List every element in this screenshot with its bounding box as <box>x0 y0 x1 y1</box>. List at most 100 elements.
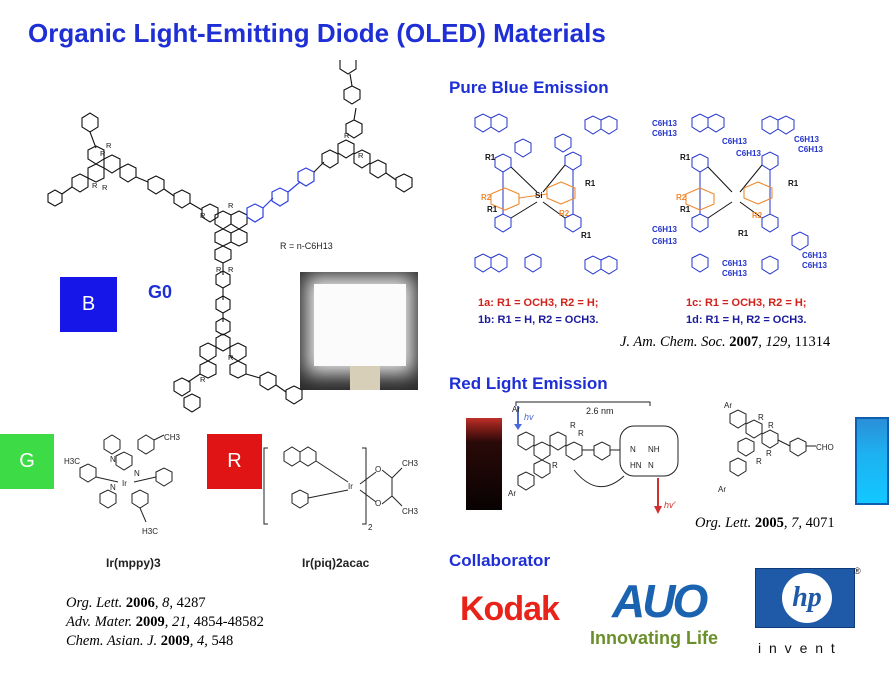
svg-text:C6H13: C6H13 <box>652 225 677 234</box>
ir-piq2acac-label: Ir(piq)2acac <box>302 556 370 570</box>
svg-text:N: N <box>134 469 140 478</box>
svg-text:CH3: CH3 <box>402 507 419 516</box>
svg-text:CH3: CH3 <box>402 459 419 468</box>
svg-text:C6H13: C6H13 <box>722 259 747 268</box>
svg-text:C6H13: C6H13 <box>652 237 677 246</box>
svg-text:C6H13: C6H13 <box>652 129 677 138</box>
svg-text:2: 2 <box>368 523 373 532</box>
svg-text:R: R <box>228 353 234 362</box>
hp-logo-text: hp <box>792 582 822 613</box>
svg-text:R: R <box>758 413 764 422</box>
green-box: G <box>0 434 54 489</box>
svg-text:R1: R1 <box>788 179 799 188</box>
svg-text:C6H13: C6H13 <box>736 149 761 158</box>
kodak-logo-text: Kodak <box>460 590 560 628</box>
svg-text:R: R <box>106 141 112 150</box>
blue-box-label: B <box>81 293 96 315</box>
svg-text:C6H13: C6H13 <box>802 251 827 260</box>
svg-text:R: R <box>756 457 762 466</box>
collaborator-heading: Collaborator <box>449 551 551 570</box>
svg-text:Si: Si <box>535 191 543 200</box>
svg-text:R: R <box>92 181 98 190</box>
svg-text:CHO: CHO <box>816 443 834 452</box>
svg-text:H3C: H3C <box>142 527 158 536</box>
left-ref-1: Org. Lett. 2006, 8, 4287 <box>66 595 206 611</box>
svg-text:R1: R1 <box>487 205 498 214</box>
blue-box: B <box>60 277 117 332</box>
svg-text:HN: HN <box>630 461 642 470</box>
svg-text:Ar: Ar <box>512 405 520 414</box>
org-lett-2005-reference: Org. Lett. 2005, 7, 4071 <box>695 515 835 531</box>
ir-atom-label: Ir <box>122 479 127 488</box>
svg-text:N: N <box>110 483 116 492</box>
blue-emission-vial-photo <box>855 417 889 505</box>
blue-label-1c: 1c: R1 = OCH3, R2 = H; <box>686 297 807 309</box>
g0-label: G0 <box>148 282 173 302</box>
svg-text:R: R <box>768 421 774 430</box>
left-reference-list: Org. Lett. 2006, 8, 4287 Adv. Mater. 200… <box>66 594 264 651</box>
jacs-reference: J. Am. Chem. Soc. 2007, 129, 11314 <box>620 334 831 350</box>
svg-text:N: N <box>630 445 636 454</box>
svg-text:O: O <box>375 465 381 474</box>
svg-text:R1: R1 <box>485 153 496 162</box>
page-title: Organic Light-Emitting Diode (OLED) Mate… <box>28 18 606 48</box>
svg-text:R: R <box>578 429 584 438</box>
oled-device-photo <box>300 272 418 390</box>
svg-text:Ir: Ir <box>348 482 353 491</box>
svg-text:R1: R1 <box>680 153 691 162</box>
svg-text:R1: R1 <box>585 179 596 188</box>
svg-text:N: N <box>110 455 116 464</box>
svg-text:C6H13: C6H13 <box>798 145 823 154</box>
ir-mppy3-label: Ir(mppy)3 <box>106 556 161 570</box>
svg-text:C6H13: C6H13 <box>722 269 747 278</box>
svg-text:C6H13: C6H13 <box>722 137 747 146</box>
hp-logo: hp ® i n v e n t <box>752 566 862 658</box>
left-ref-2: Adv. Mater. 2009, 21, 4854-48582 <box>66 614 264 630</box>
auo-tagline: Innovating Life <box>590 628 718 648</box>
svg-text:hv': hv' <box>664 500 676 510</box>
red-box: R <box>207 434 262 489</box>
svg-text:R: R <box>766 449 772 458</box>
svg-text:R1: R1 <box>680 205 691 214</box>
ir-mppy3-structure: Ir CH3 H3C H3C N N N <box>64 433 181 536</box>
svg-text:R2: R2 <box>559 209 570 218</box>
svg-text:R: R <box>344 131 350 140</box>
auo-logo: AUO Innovating Life <box>590 574 740 650</box>
svg-text:hv: hv <box>524 412 534 422</box>
svg-text:R: R <box>358 151 364 160</box>
svg-text:O: O <box>375 499 381 508</box>
svg-text:R1: R1 <box>738 229 749 238</box>
svg-text:CH3: CH3 <box>164 433 181 442</box>
svg-text:NH: NH <box>648 445 660 454</box>
green-box-label: G <box>19 450 35 472</box>
registered-mark: ® <box>854 566 861 576</box>
red-emission-heading: Red Light Emission <box>449 374 608 393</box>
svg-text:C6H13: C6H13 <box>794 135 819 144</box>
pure-blue-heading: Pure Blue Emission <box>449 78 609 97</box>
g0-r-definition: R = n-C6H13 <box>280 241 333 251</box>
distance-label: 2.6 nm <box>586 406 614 416</box>
svg-text:R: R <box>570 421 576 430</box>
svg-text:R: R <box>200 211 206 220</box>
blue-label-1b: 1b: R1 = H, R2 = OCH3. <box>478 314 599 326</box>
svg-text:R: R <box>228 265 234 274</box>
svg-text:R: R <box>102 183 108 192</box>
svg-text:C6H13: C6H13 <box>652 119 677 128</box>
auo-logo-text: AUO <box>612 575 708 627</box>
svg-text:R: R <box>552 461 558 470</box>
svg-text:R1: R1 <box>581 231 592 240</box>
red-emission-vial-photo <box>466 418 502 510</box>
hp-tagline: i n v e n t <box>758 640 837 656</box>
svg-text:R2: R2 <box>481 193 492 202</box>
svg-text:Ar: Ar <box>718 485 726 494</box>
svg-text:H3C: H3C <box>64 457 80 466</box>
svg-text:Ar: Ar <box>508 489 516 498</box>
svg-text:Ar: Ar <box>724 402 732 410</box>
svg-text:R: R <box>216 265 222 274</box>
